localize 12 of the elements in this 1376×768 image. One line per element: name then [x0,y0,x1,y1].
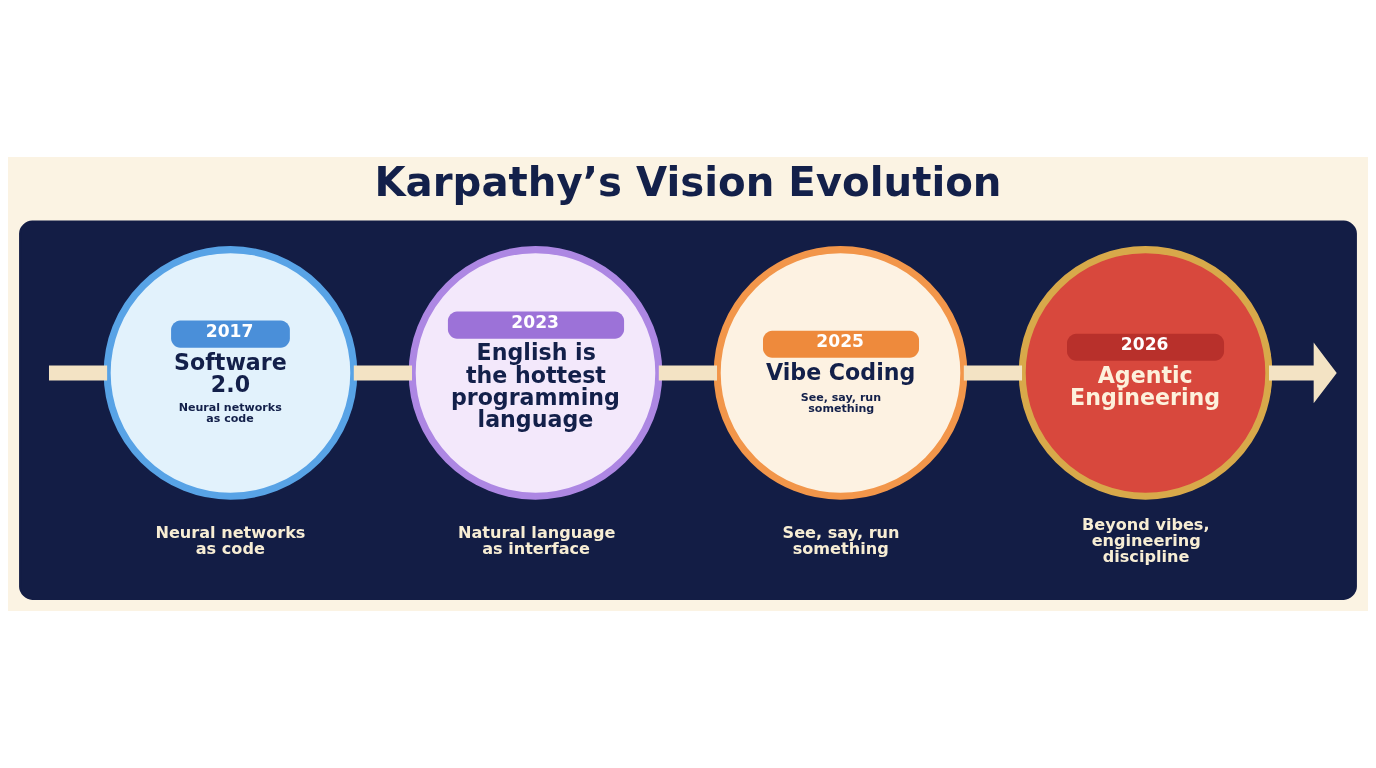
node-circle: 2017 Software 2.0 Neural networks as code [103,246,358,500]
node-label: Neural networks as code [155,523,306,559]
arrow [1269,342,1337,404]
node-circle: 2023 English is the hottest programming language [408,246,663,500]
node-label: Beyond vibes, engineering discipline [1082,515,1210,567]
diagram-title: Karpathy’s Vision Evolution [374,159,1002,206]
node-label: See, say, run something [782,523,900,559]
cluster [19,220,1357,600]
node-circle: 2026 Agentic Engineering [1018,246,1273,500]
connector [49,365,108,381]
node-circle: 2025 Vibe Coding See, say, run something [713,246,968,500]
node-label: Natural language as interface [457,523,616,559]
